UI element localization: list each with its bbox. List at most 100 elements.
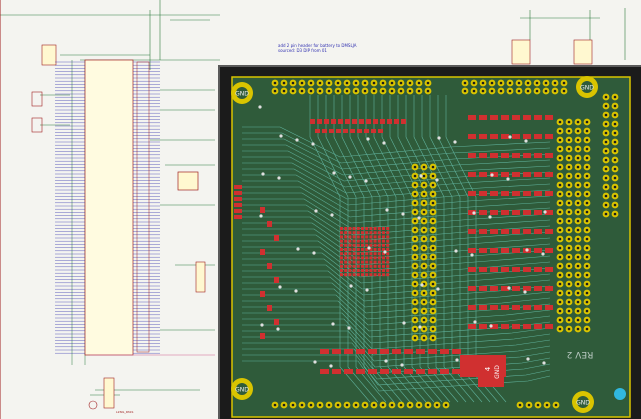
smd-pad: [490, 229, 498, 234]
smd-pad: [338, 119, 343, 124]
bga-ball: [373, 243, 377, 247]
smd-pad: [324, 119, 329, 124]
pad-drill: [613, 176, 617, 180]
pad-drill: [585, 219, 589, 223]
pcb-via: [417, 216, 421, 220]
pad-drill: [604, 131, 608, 135]
pad-drill: [585, 210, 589, 214]
bga-ball: [373, 264, 377, 268]
pad-drill: [558, 219, 562, 223]
pad-drill: [431, 309, 435, 313]
bga-ball: [386, 252, 390, 256]
pad-drill: [576, 291, 580, 295]
bga-ball: [356, 256, 360, 260]
smd-pad: [373, 119, 378, 124]
smd-pad: [468, 210, 476, 215]
pad-drill: [413, 318, 417, 322]
bga-ball: [369, 239, 373, 243]
smd-pad: [545, 267, 553, 272]
bga-ball: [386, 256, 390, 260]
pcb-via: [542, 361, 546, 365]
pad-drill: [558, 237, 562, 241]
smd-pad: [501, 248, 509, 253]
pad-drill: [413, 336, 417, 340]
pad-drill: [399, 89, 403, 93]
pad-drill: [567, 210, 571, 214]
smd-pad: [501, 267, 509, 272]
bga-ball: [365, 264, 369, 268]
bga-ball: [382, 239, 385, 243]
smd-pad: [274, 277, 279, 283]
pad-drill: [613, 149, 617, 153]
smd-pad: [501, 210, 509, 215]
smd-pad: [523, 324, 531, 329]
smd-pad: [501, 324, 509, 329]
bga-ball: [369, 231, 373, 235]
pad-drill: [413, 183, 417, 187]
pad-drill: [585, 165, 589, 169]
pad-drill: [431, 165, 435, 169]
pcb-via: [420, 283, 424, 287]
bga-ball: [361, 248, 364, 251]
pcb-canvas[interactable]: GND GND GND GND 4 GND: [220, 67, 641, 419]
pcb-track: [242, 252, 551, 284]
pcb-via: [490, 173, 494, 177]
pad-drill: [463, 81, 467, 85]
pad-drill: [422, 246, 426, 250]
bga-ball: [365, 227, 369, 230]
pad-drill: [558, 246, 562, 250]
pad-drill: [558, 309, 562, 313]
pad-drill: [408, 403, 412, 407]
pad-drill: [431, 336, 435, 340]
pad-drill: [604, 104, 608, 108]
smd-pad: [479, 267, 487, 272]
pcb-via: [311, 142, 315, 146]
bga-ball: [348, 227, 352, 230]
bga-ball: [352, 231, 356, 235]
pad-drill: [526, 89, 530, 93]
pcb-via: [332, 171, 336, 175]
pad-drill: [567, 174, 571, 178]
pad-drill: [422, 201, 426, 205]
pcb-via: [349, 284, 353, 288]
gnd-pad[interactable]: 4 GND: [460, 355, 506, 387]
pcb-via: [276, 327, 280, 331]
pad-drill: [558, 120, 562, 124]
pad-drill: [363, 81, 367, 85]
smd-pad: [344, 369, 353, 374]
pad-drill: [490, 89, 494, 93]
gnd-pad-number: 4: [484, 366, 492, 371]
pad-drill: [413, 282, 417, 286]
pcb-editor-window[interactable]: GND GND GND GND 4 GND: [218, 65, 641, 419]
bga-ball: [369, 235, 373, 239]
smd-pad: [343, 129, 348, 133]
pad-drill: [553, 89, 557, 93]
pad-drill: [613, 185, 617, 189]
pad-drill: [431, 300, 435, 304]
smd-pad: [479, 134, 487, 139]
pad-drill: [413, 174, 417, 178]
pad-drill: [490, 81, 494, 85]
bga-ball: [348, 235, 352, 239]
bga-ball: [340, 252, 343, 256]
pad-drill: [558, 327, 562, 331]
pad-drill: [381, 81, 385, 85]
bga-ball: [348, 269, 352, 272]
bga-ball: [365, 260, 369, 264]
smd-pad: [512, 191, 520, 196]
smd-pad: [332, 369, 341, 374]
smd-pad: [392, 349, 401, 354]
smd-pad: [479, 115, 487, 120]
pad-drill: [567, 300, 571, 304]
pad-drill: [372, 89, 376, 93]
smd-pad: [380, 349, 389, 354]
smd-pad: [534, 115, 542, 120]
bga-ball: [340, 239, 343, 243]
pad-drill: [558, 264, 562, 268]
bga-ball: [369, 252, 373, 256]
pad-drill: [585, 201, 589, 205]
pad-drill: [613, 194, 617, 198]
bga-ball: [356, 260, 360, 264]
smd-pad: [378, 129, 383, 133]
pcb-track: [357, 95, 419, 403]
